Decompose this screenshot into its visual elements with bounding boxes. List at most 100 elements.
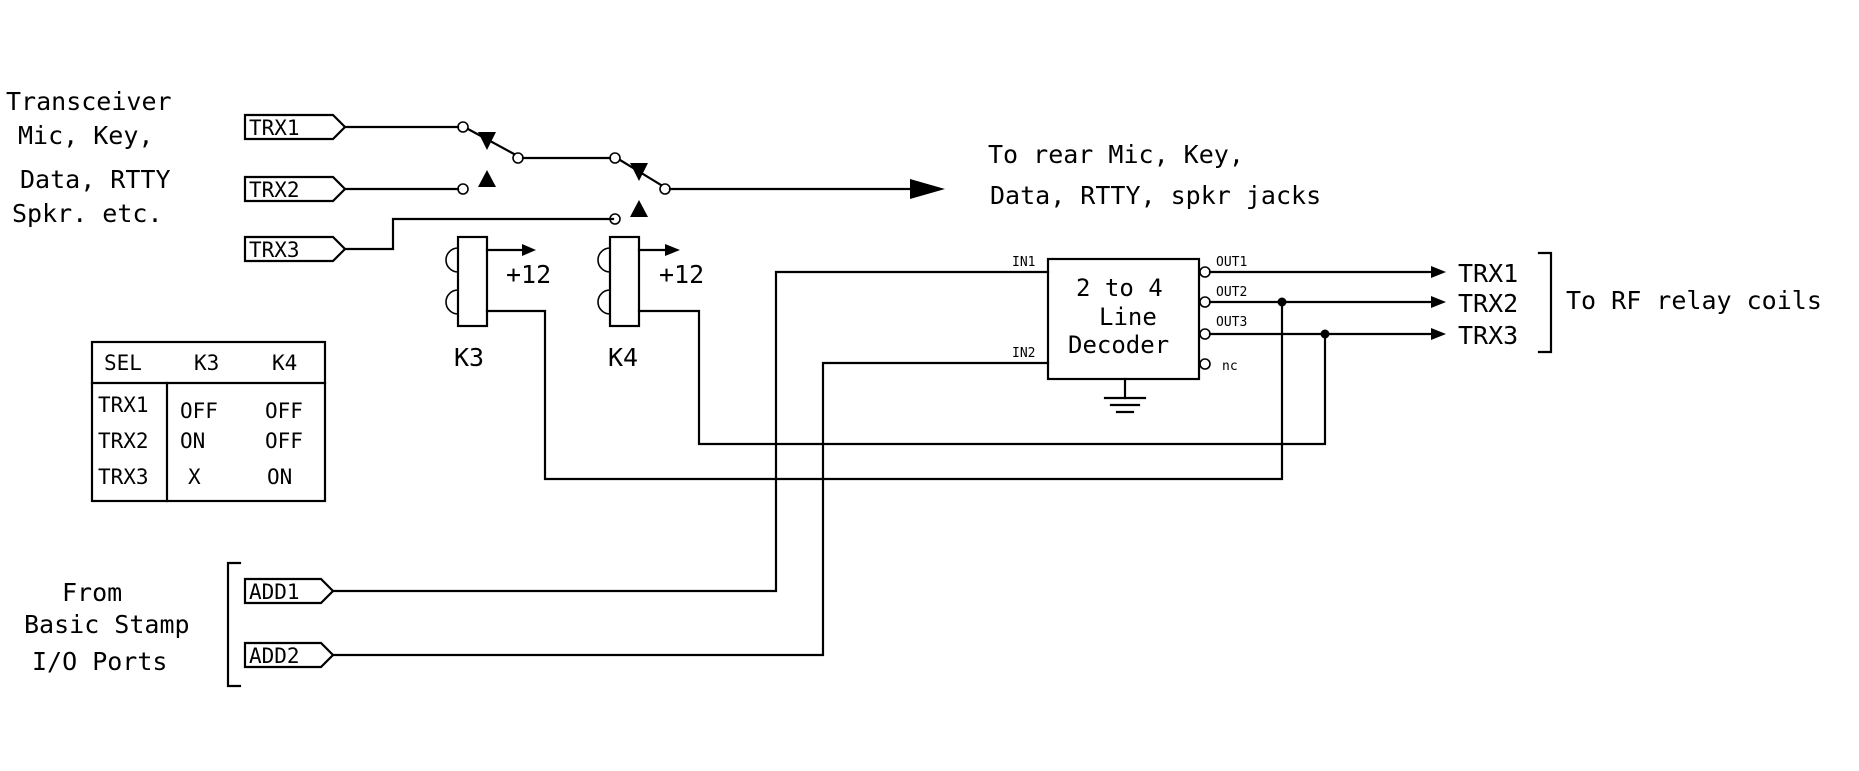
- k4-nc-contact: [609, 152, 621, 164]
- address-port-add1-label: ADD1: [249, 580, 300, 604]
- truth-table-row-3-k3: X: [188, 465, 201, 489]
- transceiver-label-line-1: Transceiver: [6, 87, 172, 116]
- truth-table-row-2-k4: OFF: [265, 429, 303, 453]
- truth-table-border: [90, 340, 327, 503]
- truth-table-row-1-sel: TRX1: [98, 393, 149, 417]
- port-tag-outline: [243, 235, 347, 263]
- k4-coil-loop: [597, 247, 611, 273]
- port-tag-outline: [243, 113, 347, 141]
- k3-no-contact: [457, 183, 469, 195]
- decoder-pin-out1: OUT1: [1216, 255, 1247, 270]
- decoder-out1-arrow-icon: [1431, 266, 1446, 278]
- k4-supply-arrow-icon: [665, 244, 680, 256]
- output-label-trx1: TRX1: [1458, 259, 1518, 288]
- port-tag-outline: [243, 577, 335, 605]
- from-label-line-2: Basic Stamp: [24, 610, 190, 639]
- decoder-pin-out2: OUT2: [1216, 285, 1247, 300]
- truth-table-row-3-sel: TRX3: [98, 465, 149, 489]
- address-bracket: [226, 561, 242, 688]
- from-label-line-3: I/O Ports: [32, 647, 167, 676]
- decoder-nc-inverter-bubble: [1199, 358, 1211, 370]
- input-port-trx2: TRX2: [243, 175, 347, 203]
- decoder-out3-inverter-bubble: [1199, 328, 1211, 340]
- input-wires: [343, 125, 615, 251]
- output-arrow-icon: [910, 179, 945, 199]
- truth-table-header-k4: K4: [272, 351, 297, 375]
- relay-coil-k3: +12 K3: [445, 235, 1284, 481]
- address-port-add2: ADD2: [243, 641, 335, 669]
- rf-relay-label: To RF relay coils: [1566, 286, 1822, 315]
- port-tag-outline: [243, 641, 335, 669]
- decoder-pin-out3: OUT3: [1216, 315, 1247, 330]
- decoder-out2-arrow-icon: [1431, 296, 1446, 308]
- truth-table-row-2-k3: ON: [180, 429, 205, 453]
- k3-supply-arrow-icon: [522, 244, 536, 256]
- k3-contact-arrow-down: [478, 132, 496, 150]
- k3-switch: [457, 121, 612, 195]
- input-port-trx3: TRX3: [243, 235, 347, 263]
- k3-coil-drive-wire: [485, 300, 1284, 481]
- input-port-trx1: TRX1: [243, 113, 347, 141]
- input-port-trx2-label: TRX2: [249, 178, 300, 202]
- from-label-line-1: From: [62, 578, 122, 607]
- k3-name-label: K3: [454, 343, 484, 372]
- rear-jacks-label: To rear Mic, Key, Data, RTTY, spkr jacks: [988, 140, 1321, 210]
- address-port-add2-label: ADD2: [249, 644, 300, 668]
- k4-coil-drive-wire: [637, 309, 1327, 446]
- k3-coil-loop: [445, 247, 459, 273]
- k4-contact-arrow-up: [630, 200, 648, 217]
- junction-dot-out3: [1320, 329, 1330, 339]
- truth-table-row-2-sel: TRX2: [98, 429, 149, 453]
- decoder-title-line-3: Decoder: [1068, 331, 1169, 359]
- decoder-title-line-1: 2 to 4: [1076, 274, 1163, 302]
- k4-contact-arrow-down: [630, 163, 648, 181]
- rear-jacks-label-line-2: Data, RTTY, spkr jacks: [990, 181, 1321, 210]
- input-port-trx1-label: TRX1: [249, 116, 300, 140]
- decoder-body: [1046, 257, 1201, 381]
- decoder-title-line-2: Line: [1099, 303, 1157, 331]
- decoder-pin-in2: IN2: [1012, 346, 1035, 361]
- truth-table: SEL K3 K4 TRX1 OFF OFF TRX2 ON OFF TRX3 …: [90, 340, 327, 503]
- decoder-out2-inverter-bubble: [1199, 296, 1211, 308]
- line-decoder: 2 to 4 Line Decoder IN1 IN2 OUT1 OUT2 OU…: [1012, 255, 1446, 414]
- k4-no-contact: [609, 213, 621, 225]
- truth-table-row-1-k3: OFF: [180, 399, 218, 423]
- transceiver-label: Transceiver Mic, Key, Data, RTTY Spkr. e…: [6, 87, 172, 228]
- k4-coil-loop: [597, 289, 611, 315]
- transceiver-label-line-4: Spkr. etc.: [12, 199, 163, 228]
- k3-supply-label: +12: [506, 260, 551, 289]
- junction-dot-out2: [1277, 297, 1287, 307]
- truth-table-header-sel: SEL: [104, 351, 142, 375]
- add2-to-in2-wire: [331, 361, 1050, 657]
- k3-contact-arrow-up: [478, 170, 496, 187]
- add1-to-in1-wire: [331, 270, 1050, 593]
- output-bracket: [1537, 251, 1553, 354]
- k4-supply-label: +12: [659, 260, 704, 289]
- rear-jacks-label-line-1: To rear Mic, Key,: [988, 140, 1244, 169]
- input-port-trx3-label: TRX3: [249, 238, 300, 262]
- output-label-trx2: TRX2: [1458, 289, 1518, 318]
- truth-table-row-3-k4: ON: [267, 465, 292, 489]
- output-label-trx3: TRX3: [1458, 321, 1518, 350]
- k3-coil-body: [456, 235, 489, 328]
- transceiver-label-line-2: Mic, Key,: [18, 121, 153, 150]
- relay-coil-k4: +12 K4: [597, 235, 1327, 446]
- k4-coil-body: [608, 235, 641, 328]
- decoder-pin-in1: IN1: [1012, 255, 1035, 270]
- k3-coil-loop: [445, 289, 459, 315]
- wire-trx3: [343, 217, 615, 251]
- truth-table-row-1-k4: OFF: [265, 399, 303, 423]
- decoder-out3-arrow-icon: [1431, 328, 1446, 340]
- decoder-pin-nc: nc: [1222, 359, 1238, 374]
- k3-nc-contact: [457, 121, 469, 133]
- decoder-out1-inverter-bubble: [1199, 266, 1211, 278]
- port-tag-outline: [243, 175, 347, 203]
- output-labels: TRX1 TRX2 TRX3 To RF relay coils: [1458, 251, 1822, 354]
- k4-name-label: K4: [608, 343, 638, 372]
- from-label: From Basic Stamp I/O Ports: [24, 578, 190, 676]
- transceiver-label-line-3: Data, RTTY: [20, 165, 171, 194]
- address-port-add1: ADD1: [243, 577, 335, 605]
- truth-table-header-k3: K3: [194, 351, 219, 375]
- k4-switch: [609, 152, 945, 225]
